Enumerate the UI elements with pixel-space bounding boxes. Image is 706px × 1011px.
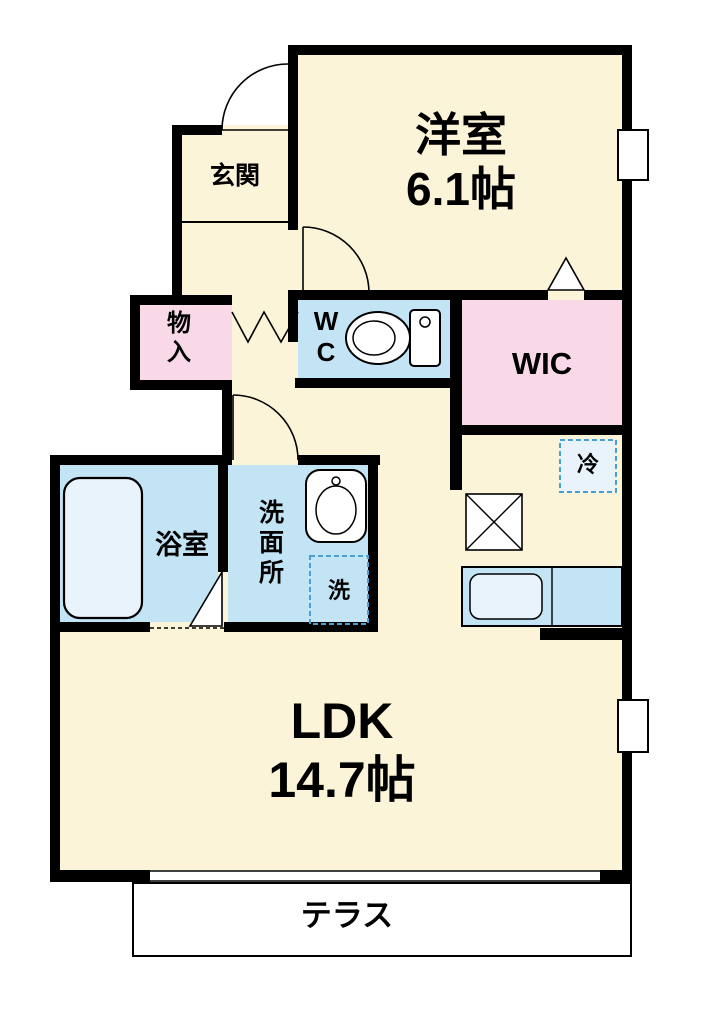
toilet-knob <box>419 316 431 328</box>
wall-monoire-bottom <box>130 380 232 390</box>
wall-wash-top-left <box>50 455 232 465</box>
wall-wic-bottom <box>450 425 632 435</box>
wall-bath-bottom <box>50 622 150 632</box>
wall-left-outer <box>50 455 60 882</box>
wall-bath-divider <box>218 465 228 572</box>
wall-bottom-left <box>50 870 150 882</box>
window-right-upper <box>617 129 649 181</box>
wic-door-triangle <box>546 256 586 291</box>
window-bottom-fill <box>150 870 600 882</box>
ldk-name: LDK <box>290 693 394 749</box>
wall-top <box>288 45 632 55</box>
genkan-label: 玄関 <box>209 162 260 190</box>
washer-label: 洗 <box>327 578 350 603</box>
toilet-bowl <box>345 311 411 365</box>
wall-kitchen-bottom <box>540 628 632 640</box>
window-right-lower <box>617 699 649 753</box>
genkan-floor <box>172 125 298 305</box>
washing-machine-space <box>309 555 369 625</box>
wall-yoshitsu-bottom-left <box>288 290 548 300</box>
monoire-label: 物入 <box>166 310 191 366</box>
wall-monoire-left <box>130 295 140 390</box>
wall-genkan-left <box>172 125 182 305</box>
wall-wash-top-right <box>298 455 380 465</box>
refrigerator-space <box>559 439 617 493</box>
wic-label: WIC <box>511 346 573 381</box>
wc-label: WC <box>313 306 339 368</box>
monoire-floor <box>140 305 232 380</box>
yoshitsu-label: 洋室 6.1帖 <box>298 108 624 217</box>
wall-right-outer <box>622 45 632 882</box>
wall-yoshitsu-left <box>288 45 298 230</box>
wall-washroom-bottom <box>224 622 378 632</box>
washbasin-bowl <box>315 485 357 535</box>
ldk-size: 14.7帖 <box>268 752 416 808</box>
washbasin <box>305 469 367 543</box>
ldk-label: LDK 14.7帖 <box>60 692 624 810</box>
washroom-door-arc <box>232 394 299 461</box>
wall-wc-bottom <box>295 378 462 388</box>
bath-label: 浴室 <box>155 530 209 560</box>
pipe-space-diag2 <box>465 493 523 551</box>
kitchen-sink <box>469 573 543 620</box>
yoshitsu-size: 6.1帖 <box>406 163 516 216</box>
wall-washroom-right <box>368 455 378 632</box>
fridge-label: 冷 <box>576 452 599 477</box>
yoshitsu-name: 洋室 <box>415 109 507 161</box>
wall-wic-left <box>450 290 462 490</box>
toilet-bowl-inner <box>352 320 396 356</box>
terrace-label: テラス <box>300 898 394 933</box>
entrance-door-arc <box>221 63 289 131</box>
yoshitsu-door-arc <box>302 226 370 294</box>
washbasin-faucet <box>331 476 341 486</box>
washroom-label: 洗面所 <box>258 499 284 587</box>
yoshitsu-floor <box>288 45 632 295</box>
wall-corridor-left <box>222 390 232 465</box>
wall-bottom-right <box>600 870 632 882</box>
wall-monoire-top <box>130 295 232 305</box>
wic-floor <box>462 300 622 425</box>
wall-yoshitsu-bottom-right <box>584 290 632 300</box>
bathtub <box>62 476 144 620</box>
terrace-outline <box>132 882 632 957</box>
bath-door-triangle <box>188 569 223 627</box>
monoire-folding-door <box>231 310 299 344</box>
wall-genkan-top <box>172 125 222 135</box>
